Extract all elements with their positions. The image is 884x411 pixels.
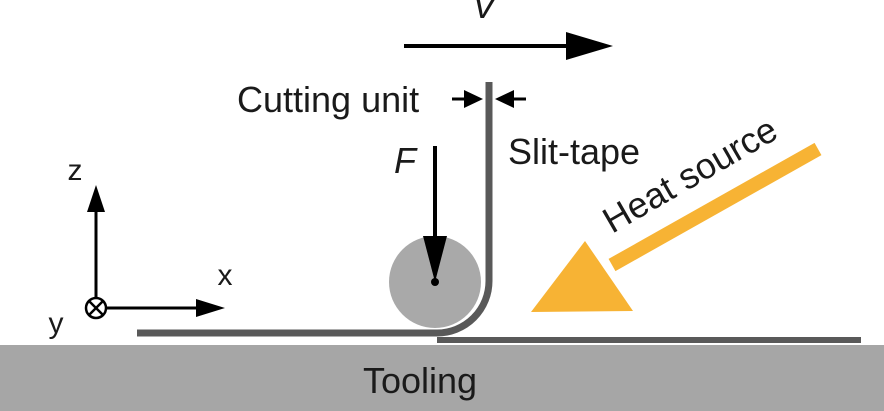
force-arrow-head (423, 236, 447, 282)
axis-y-label: y (49, 307, 64, 340)
tooling-label: Tooling (363, 360, 477, 401)
cutting-unit-label: Cutting unit (237, 79, 419, 120)
tooling-block (0, 345, 884, 411)
cutting-arrow-right-head (495, 90, 514, 108)
slit-tape-label: Slit-tape (508, 131, 640, 172)
force-label: F (394, 140, 418, 181)
coordinate-axes (87, 185, 225, 317)
axis-z-label: z (68, 154, 83, 187)
into-page-cross-circle-icon (84, 296, 108, 320)
velocity-label: V (472, 0, 499, 26)
cutting-arrow-left-head (464, 90, 483, 108)
slit-tape (137, 82, 493, 337)
heat-source-arrow-icon (531, 142, 822, 312)
velocity-arrow-head (566, 32, 613, 60)
axis-x-label: x (218, 259, 233, 292)
